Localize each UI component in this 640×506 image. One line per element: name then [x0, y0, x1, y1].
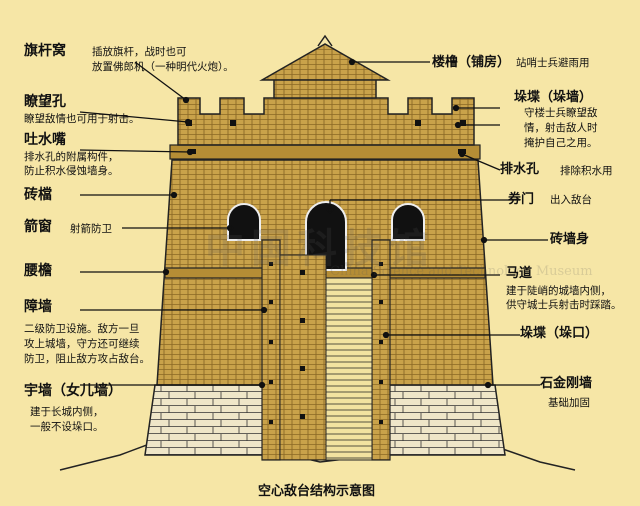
desc-jiuganwo-1: 插放旗杆，战时也可 — [92, 46, 187, 58]
desc-duokou-top-3: 掩护自己之用。 — [524, 137, 598, 149]
desc-shijin: 基础加固 — [548, 397, 590, 409]
watch-house — [273, 77, 377, 99]
desc-duokou-top-2: 情，射击敌人时 — [524, 122, 598, 134]
desc-zhangqiang-3: 防卫，阻止敌方攻占敌台。 — [24, 353, 150, 365]
label-yuqiang: 宇墙（女儿墙） — [24, 383, 122, 399]
label-paishuikong: 排水孔 — [500, 162, 540, 177]
desc-liaowangkong: 瞭望敌情也可用于射击。 — [24, 113, 140, 125]
desc-madao-1: 建于陡峭的城墙内侧， — [506, 285, 611, 297]
label-madao: 马道 — [506, 266, 533, 281]
leader-lines — [79, 58, 548, 389]
watermark-en: China Science and Technology Museum — [330, 264, 593, 279]
watermark-cn: 中国科技馆 — [205, 225, 435, 272]
label-zhuanqiangshen: 砖墙身 — [550, 232, 590, 247]
desc-madao-2: 供守城士兵射击时踩踏。 — [506, 299, 622, 311]
label-tushuizui: 吐水嘴 — [24, 132, 66, 148]
label-zhangqiang: 障墙 — [24, 299, 52, 315]
desc-loulou: 站哨士兵避雨用 — [516, 57, 590, 69]
arrow-windows — [227, 203, 425, 241]
desc-yuqiang-1: 建于长城内侧， — [30, 406, 104, 418]
desc-yuqiang-2: 一般不设垛口。 — [30, 421, 104, 433]
diagram-title: 空心敌台结构示意图 — [258, 484, 376, 499]
desc-duokou-top-1: 守楼士兵瞭望敌 — [524, 107, 598, 119]
label-jianchuang: 箭窗 — [24, 219, 52, 235]
arched-door — [305, 201, 347, 271]
label-liaowangkong: 瞭望孔 — [24, 94, 66, 110]
label-quanmen: 券门 — [508, 192, 535, 207]
label-duokou-low: 垛堞（垛口） — [520, 326, 599, 341]
desc-tushuizui-2: 防止积水侵蚀墙身。 — [24, 165, 119, 177]
desc-jiuganwo-2: 放置佛郎机（一种明代火炮）。 — [92, 61, 234, 73]
label-jiuganwo: 旗杆窝 — [24, 43, 66, 59]
horse-ramp — [261, 239, 391, 461]
label-loulou: 楼橹（铺房） — [432, 55, 511, 70]
desc-paishuikong: 排除积水用 — [560, 165, 613, 177]
parapet-merlons — [177, 97, 475, 146]
label-yaodang: 腰檐 — [24, 263, 52, 279]
desc-tushuizui-1: 排水孔的附属构件， — [24, 151, 119, 163]
label-shijin: 石金刚墙 — [540, 376, 593, 391]
desc-quanmen: 出入敌台 — [550, 194, 592, 206]
top-cornice — [169, 144, 481, 160]
label-zhuandang: 砖檔 — [24, 187, 52, 203]
label-duokou-top: 垛堞（垛墙） — [514, 90, 593, 105]
desc-jianchuang: 射箭防卫 — [70, 223, 112, 235]
desc-zhangqiang-2: 攻上城墙，守方还可继续 — [24, 338, 140, 350]
desc-zhangqiang-1: 二级防卫设施。敌方一旦 — [24, 323, 140, 335]
